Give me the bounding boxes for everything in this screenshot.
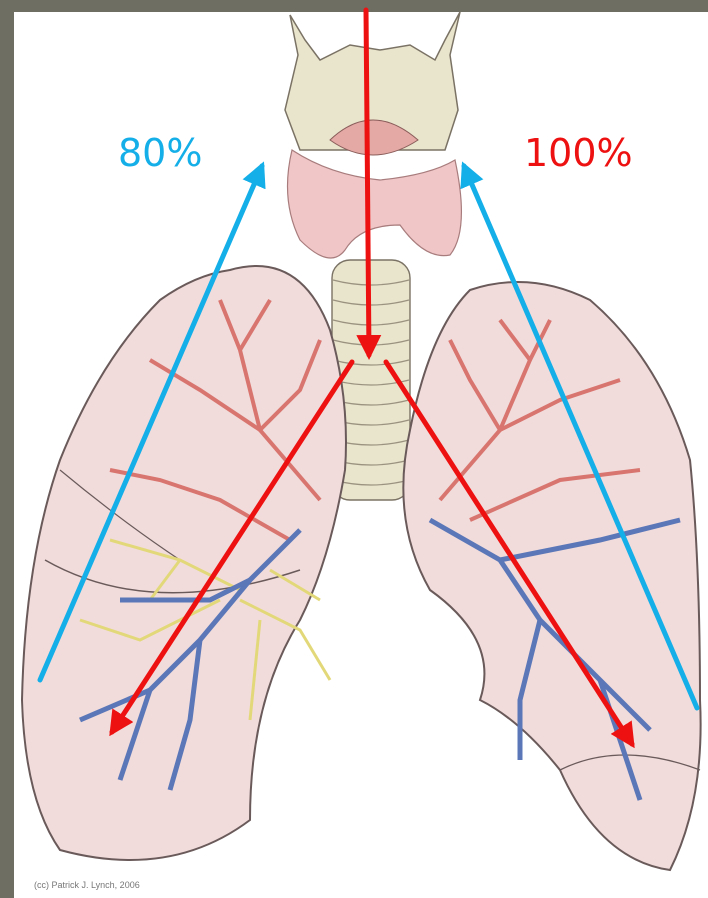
left-percent-label: 80% [118,134,202,172]
larynx [285,12,460,155]
copyright-credit: (cc) Patrick J. Lynch, 2006 [34,880,140,890]
thyroid [288,150,462,258]
red-arrow-trachea [366,10,369,355]
right-percent-label: 100% [524,134,633,172]
